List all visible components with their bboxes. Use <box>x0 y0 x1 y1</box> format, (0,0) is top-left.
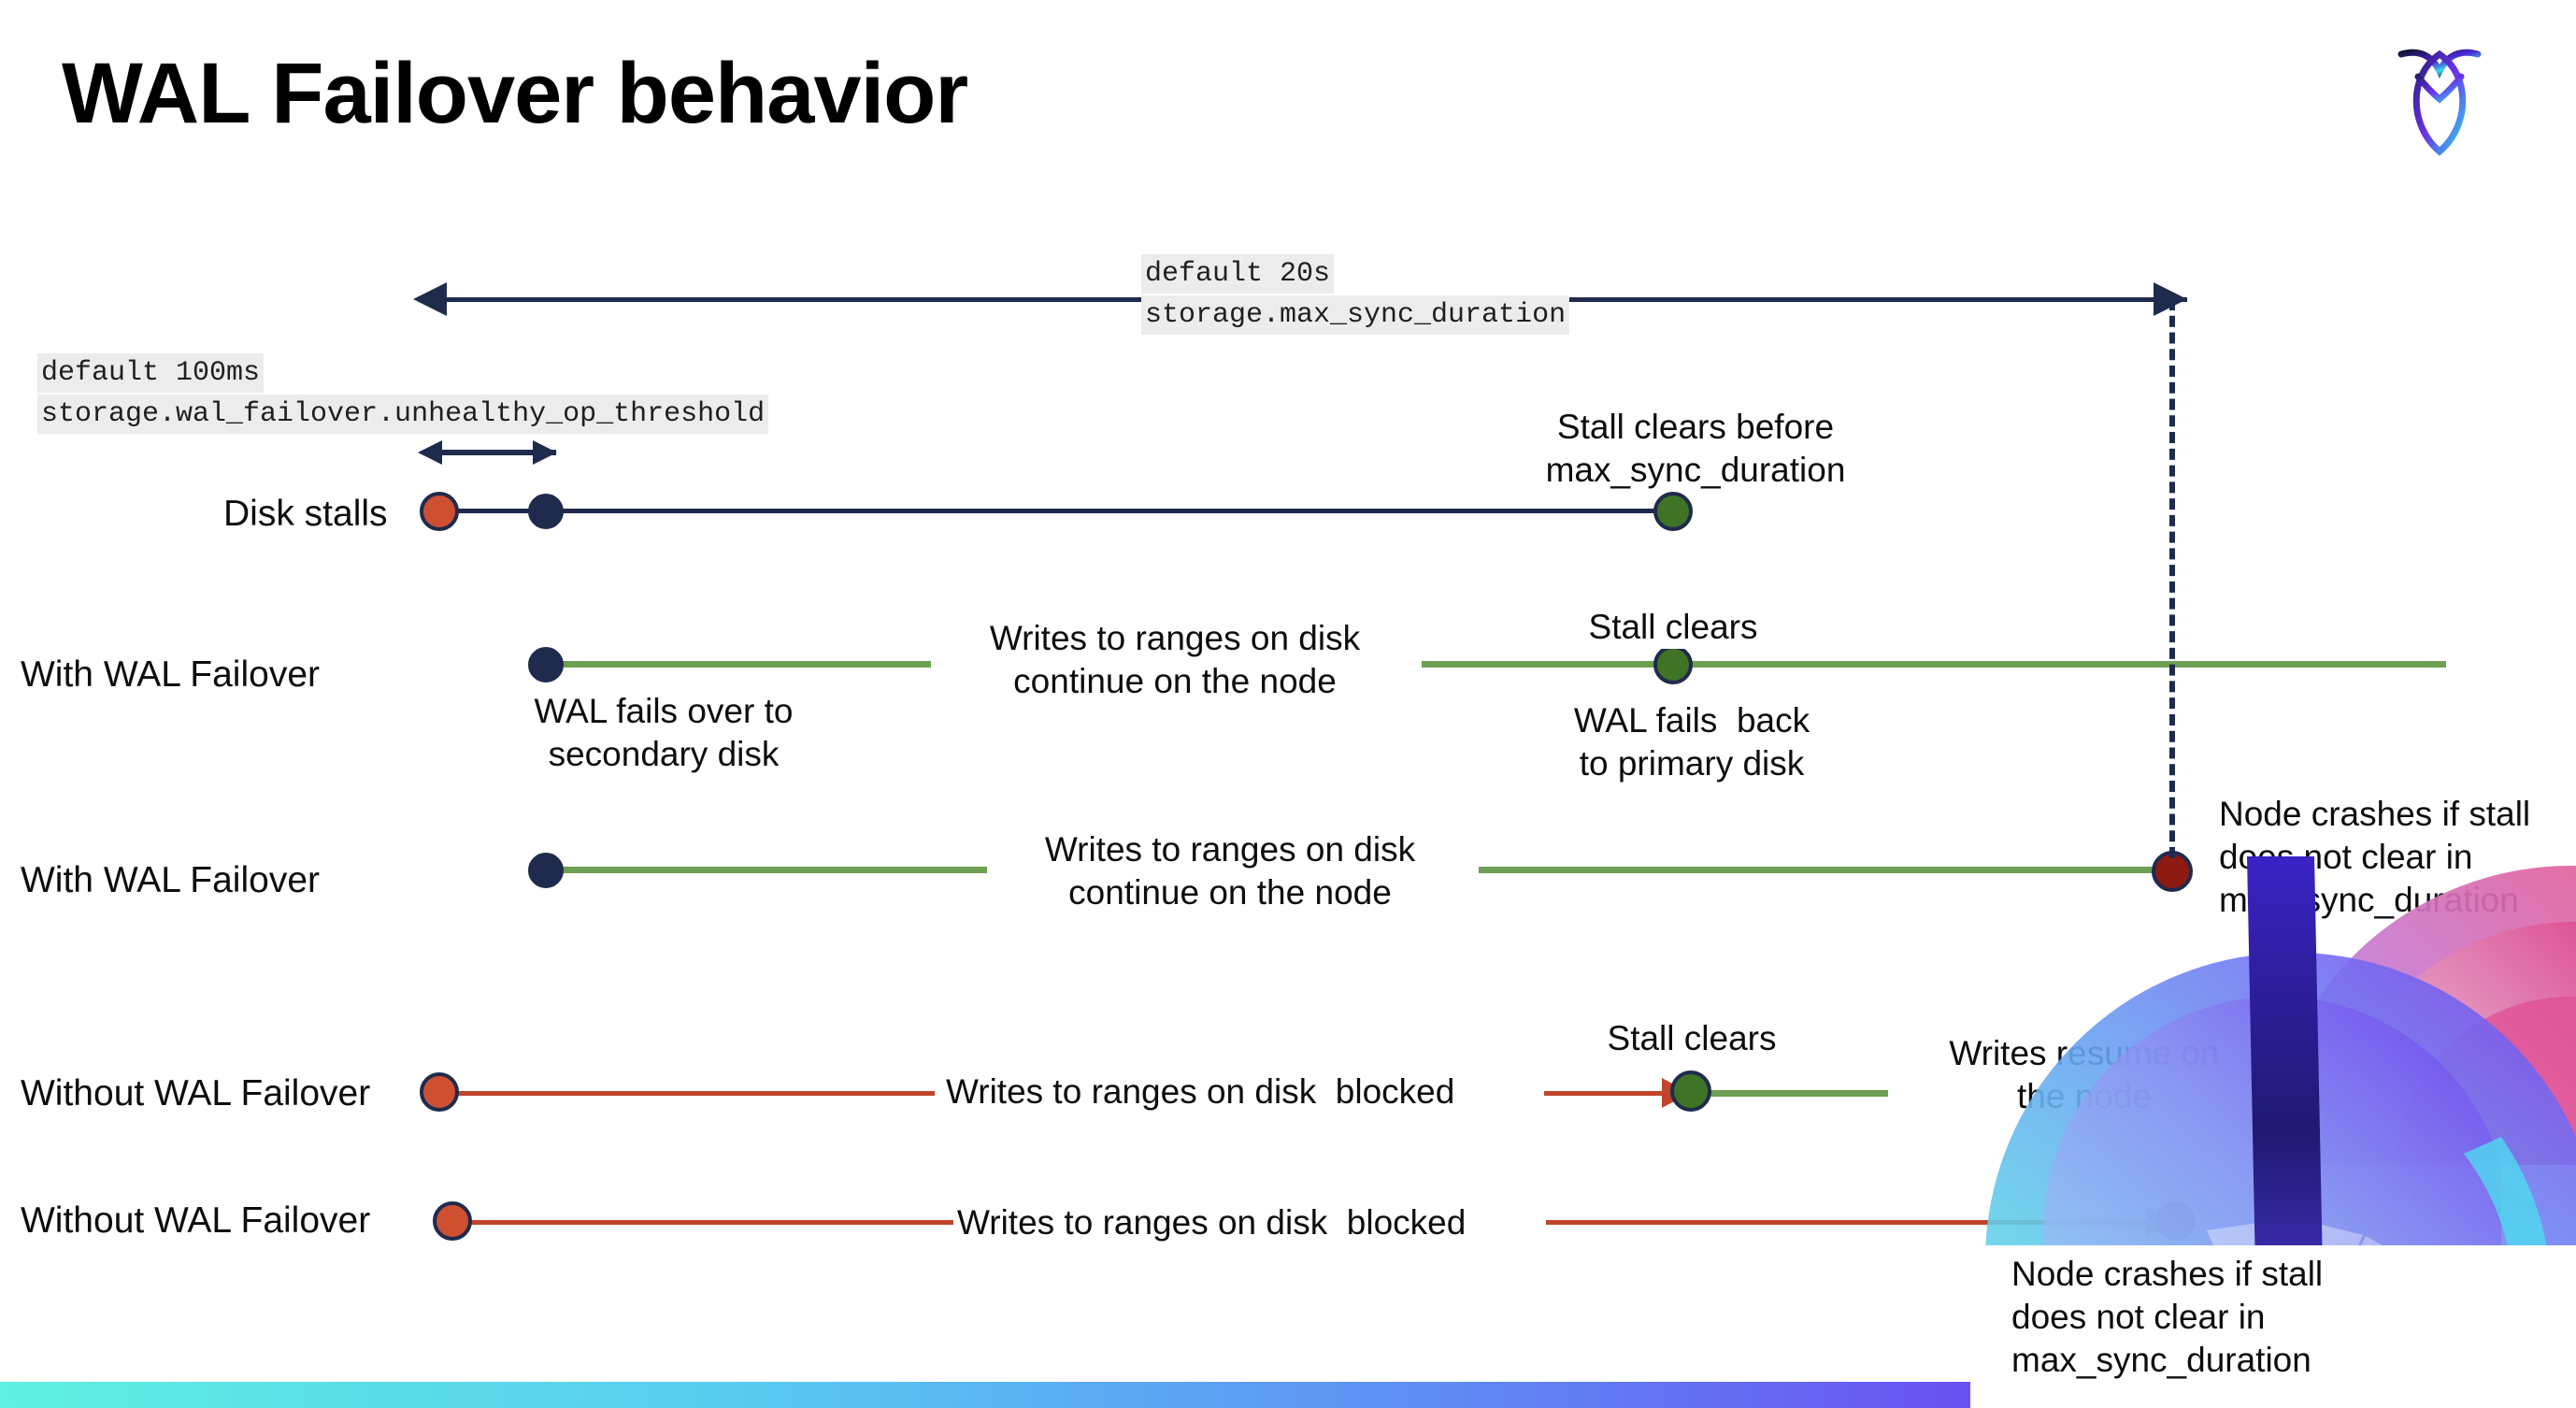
annotation-writes-continue-2-line1: Writes to ranges on disk <box>996 828 1464 871</box>
annotation-writes-continue-1-line2: continue on the node <box>941 660 1409 703</box>
row-label-without-wal-failover-2: Without WAL Failover <box>21 1200 371 1241</box>
annotation-node-crashes-row3-line2: does not clear in <box>2219 838 2473 876</box>
annotation-node-crashes-row5-line2: does not clear in <box>2011 1298 2266 1336</box>
max-sync-default-chip: default 20s <box>1141 254 1335 294</box>
without-wal-failover-2-stall-dot <box>433 1201 472 1241</box>
with-wal-failover-1-segment-a <box>540 661 931 668</box>
annotation-node-crashes-row5-line3: max_sync_duration <box>2011 1341 2311 1379</box>
with-wal-failover-2-segment-b <box>1479 867 2170 873</box>
annotation-writes-continue-2-line2: continue on the node <box>996 871 1464 914</box>
without-wal-failover-1-resume-line-b <box>2286 1090 2450 1097</box>
unhealthy-op-left-arrowhead <box>418 440 442 465</box>
annotation-stall-clears-before-line1: Stall clears before <box>1556 408 1835 446</box>
without-wal-failover-2-blocked-line-b <box>1546 1220 2154 1225</box>
unhealthy-op-setting-chip: storage.wal_failover.unhealthy_op_thresh… <box>37 395 769 434</box>
row-label-with-wal-failover-1: With WAL Failover <box>21 654 320 695</box>
annotation-stall-clears-before-line2: max_sync_duration <box>1545 451 1846 489</box>
annotation-writes-blocked-row4: Writes to ranges on disk blocked <box>946 1070 1455 1113</box>
without-wal-failover-1-resume-line-a <box>1710 1090 1888 1097</box>
cockroachdb-logo-icon <box>2388 28 2491 159</box>
annotation-stall-clears-row4: Stall clears <box>1561 1017 1823 1060</box>
with-wal-failover-1-segment-b <box>1422 661 2446 668</box>
without-wal-failover-1-blocked-line-a <box>449 1091 935 1096</box>
wal-failover-1-start-dot <box>528 647 564 682</box>
unhealthy-op-span-line <box>435 450 556 455</box>
without-wal-failover-1-stall-dot <box>420 1072 459 1112</box>
row-label-disk-stalls: Disk stalls <box>223 494 388 534</box>
page-title: WAL Failover behavior <box>62 46 968 141</box>
without-wal-failover-1-clear-dot <box>1670 1070 1711 1112</box>
disk-stall-threshold-dot <box>528 494 564 529</box>
without-wal-failover-2-crash-dot <box>2155 1201 2195 1241</box>
disk-stalls-timeline <box>439 509 1673 513</box>
without-wal-failover-2-blocked-line-a <box>458 1220 953 1225</box>
max-sync-duration-dashed-connector <box>2169 299 2175 858</box>
unhealthy-op-right-arrowhead <box>533 440 557 465</box>
disk-stall-clear-dot <box>1653 492 1693 531</box>
annotation-writes-blocked-row5: Writes to ranges on disk blocked <box>957 1201 1467 1244</box>
disk-stall-start-dot <box>420 492 459 531</box>
without-wal-failover-1-blocked-line-b <box>1544 1091 1666 1096</box>
max-sync-left-arrowhead <box>413 282 447 316</box>
callout-white-backdrop <box>1970 1245 2576 1408</box>
annotation-node-crashes-row3-line1: Node crashes if stall <box>2219 795 2531 833</box>
annotation-writes-continue-1-line1: Writes to ranges on disk <box>941 617 1409 660</box>
annotation-wal-fails-over-line2: secondary disk <box>548 735 780 773</box>
annotation-node-crashes-row5-line1: Node crashes if stall <box>2011 1255 2324 1293</box>
wal-failover-1-clear-dot <box>1653 645 1693 684</box>
with-wal-failover-2-segment-a <box>540 867 987 873</box>
row-label-with-wal-failover-2: With WAL Failover <box>21 860 320 900</box>
wal-failover-2-crash-dot <box>2152 851 2193 892</box>
max-sync-setting-chip: storage.max_sync_duration <box>1141 295 1570 335</box>
annotation-wal-fails-back-line1: WAL fails back <box>1573 701 1810 740</box>
annotation-writes-resume-line2: the node <box>1925 1075 2243 1118</box>
unhealthy-op-default-chip: default 100ms <box>37 353 265 393</box>
annotation-writes-resume-line1: Writes resume on <box>1925 1032 2243 1075</box>
annotation-wal-fails-back-line2: to primary disk <box>1579 744 1805 783</box>
annotation-stall-clears-row2: Stall clears <box>1533 606 1813 649</box>
wal-failover-2-start-dot <box>528 853 564 888</box>
annotation-wal-fails-over-line1: WAL fails over to <box>534 692 794 730</box>
annotation-node-crashes-row3-line3: max_sync_duration <box>2219 881 2519 919</box>
row-label-without-wal-failover-1: Without WAL Failover <box>21 1073 371 1113</box>
